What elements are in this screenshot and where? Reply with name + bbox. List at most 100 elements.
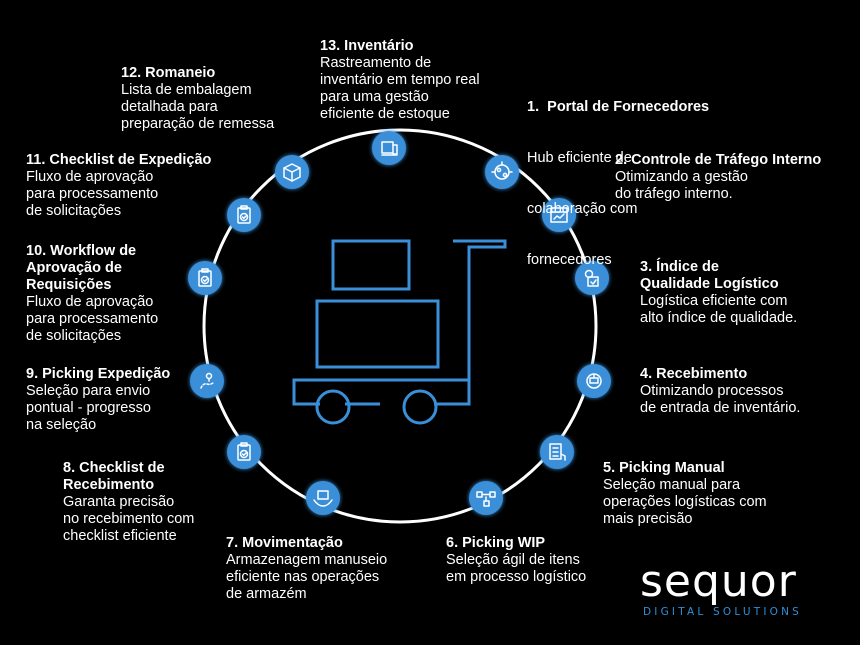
step-3-indice-qualidade: 3. Índice de Qualidade Logístico Logísti… — [640, 259, 797, 327]
step-2-controle-trafego: 2. Controle de Tráfego Interno Otimizand… — [615, 152, 821, 203]
process-ring — [202, 128, 598, 524]
step-desc-line: de solicitações — [26, 203, 122, 219]
node-7-hand-box-icon — [306, 481, 340, 515]
node-13-inventory-box-icon — [372, 131, 406, 165]
step-desc-line: eficiente nas operações — [226, 569, 380, 585]
step-desc-line: detalhada para — [121, 99, 218, 115]
step-title-line: Qualidade Logístico — [640, 276, 779, 292]
step-desc-line: Fluxo de aprovação — [26, 294, 154, 310]
step-desc-line: Logística eficiente com — [640, 293, 788, 309]
step-desc-line: pontual - progresso — [26, 400, 151, 416]
node-3-quality-gear-icon — [575, 261, 609, 295]
node-12-package-box-icon — [275, 155, 309, 189]
step-6-picking-wip: 6. Picking WIP Seleção ágil de itens em … — [446, 535, 586, 586]
step-desc-line: de solicitações — [26, 328, 122, 344]
node-circle — [306, 481, 340, 515]
node-circle — [372, 131, 406, 165]
step-title: 4. Recebimento — [640, 366, 748, 382]
step-title-line: 3. Índice de — [640, 259, 719, 275]
logo-tagline: DIGITAL SOLUTIONS — [643, 606, 803, 618]
step-desc-line: Armazenagem manuseio — [226, 552, 388, 568]
step-5-picking-manual: 5. Picking Manual Seleção manual para op… — [603, 460, 767, 528]
node-circle — [577, 364, 611, 398]
step-title: 11. Checklist de Expedição — [26, 152, 212, 168]
step-desc-line: eficiente de estoque — [320, 106, 450, 122]
hand-box-icon — [313, 490, 333, 507]
step-title: 5. Picking Manual — [603, 460, 725, 476]
inventory-box-icon — [381, 141, 398, 156]
step-title: 13. Inventário — [320, 38, 414, 54]
route-pin-icon — [200, 372, 214, 389]
step-desc-line: fornecedores — [527, 252, 612, 268]
node-circle — [190, 364, 224, 398]
node-5-manual-picking-icon — [540, 435, 574, 469]
step-desc-line: Seleção ágil de itens — [446, 552, 580, 568]
step-desc-line: Otimizando processos — [640, 383, 784, 399]
package-box-icon — [283, 163, 301, 182]
step-desc-line: Seleção para envio — [26, 383, 151, 399]
step-9-picking-expedicao: 9. Picking Expedição Seleção para envio … — [26, 366, 170, 434]
step-desc-line: checklist eficiente — [63, 528, 177, 544]
step-desc-line: Otimizando a gestão — [615, 169, 748, 185]
step-title-line: 8. Checklist de — [63, 460, 165, 476]
step-7-movimentacao: 7. Movimentação Armazenagem manuseio efi… — [226, 535, 387, 603]
step-10-workflow-aprovacao: 10. Workflow de Aprovação de Requisições… — [26, 243, 158, 345]
node-9-route-pin-icon — [190, 364, 224, 398]
step-desc-line: para processamento — [26, 311, 159, 327]
step-desc-line: em processo logístico — [446, 569, 587, 585]
step-11-checklist-expedicao: 11. Checklist de Expedição Fluxo de apro… — [26, 152, 211, 220]
supplier-portal-icon — [491, 161, 513, 180]
step-title: 6. Picking WIP — [446, 535, 546, 551]
clipboard-check-icon — [237, 442, 251, 461]
step-title-line: 10. Workflow de — [26, 243, 137, 259]
step-8-checklist-recebimento: 8. Checklist de Recebimento Garanta prec… — [63, 460, 194, 545]
step-title-line: Recebimento — [63, 477, 155, 493]
step-desc-line: inventário em tempo real — [320, 72, 480, 88]
step-desc-line: operações logísticas com — [603, 494, 767, 510]
node-circle — [227, 435, 261, 469]
receiving-icon — [586, 373, 602, 389]
clipboard-check-icon — [237, 205, 251, 224]
node-4-receiving-icon — [577, 364, 611, 398]
step-title: 7. Movimentação — [226, 535, 343, 551]
step-12-romaneio: 12. Romaneio Lista de embalagem detalhad… — [121, 65, 274, 133]
logo-wordmark: sequor — [640, 556, 797, 607]
step-1-portal-fornecedores: 1. Portal de Fornecedores Hub eficiente … — [527, 65, 709, 286]
clipboard-check-icon — [198, 268, 212, 287]
step-desc-line: Garanta precisão — [63, 494, 175, 510]
traffic-dashboard-icon — [550, 207, 568, 223]
step-desc-line: mais precisão — [603, 511, 693, 527]
step-desc-line: Rastreamento de — [320, 55, 432, 71]
node-11-clipboard-check-icon — [227, 198, 261, 232]
node-circle — [542, 198, 576, 232]
node-circle — [485, 155, 519, 189]
step-title: 1. Portal de Fornecedores — [527, 99, 710, 115]
node-8-clipboard-check-icon — [227, 435, 261, 469]
step-desc-line: para uma gestão — [320, 89, 429, 105]
node-10-clipboard-check-icon — [188, 261, 222, 295]
step-desc-line: de armazém — [226, 586, 307, 602]
step-desc-line: Fluxo de aprovação — [26, 169, 154, 185]
node-circle — [575, 261, 609, 295]
step-title: 12. Romaneio — [121, 65, 216, 81]
step-desc-line: de entrada de inventário. — [640, 400, 801, 416]
node-circle — [188, 261, 222, 295]
step-desc-line: alto índice de qualidade. — [640, 310, 798, 326]
step-desc-line: colaboração com — [527, 201, 638, 217]
trolley-cart-icon — [292, 239, 507, 425]
step-4-recebimento: 4. Recebimento Otimizando processos de e… — [640, 366, 800, 417]
step-desc-line: Lista de embalagem — [121, 82, 252, 98]
step-desc-line: Hub eficiente de — [527, 150, 632, 166]
step-desc-line: na seleção — [26, 417, 97, 433]
manual-picking-icon — [549, 443, 566, 461]
step-desc-line: para processamento — [26, 186, 159, 202]
step-desc-line: preparação de remessa — [121, 116, 275, 132]
step-desc-line: do tráfego interno. — [615, 186, 733, 202]
node-circle — [227, 198, 261, 232]
node-2-traffic-dashboard-icon — [542, 198, 576, 232]
wip-flow-icon — [476, 491, 496, 507]
quality-gear-icon — [584, 269, 599, 287]
step-desc-line: no recebimento com — [63, 511, 195, 527]
step-title: 2. Controle de Tráfego Interno — [615, 152, 822, 168]
